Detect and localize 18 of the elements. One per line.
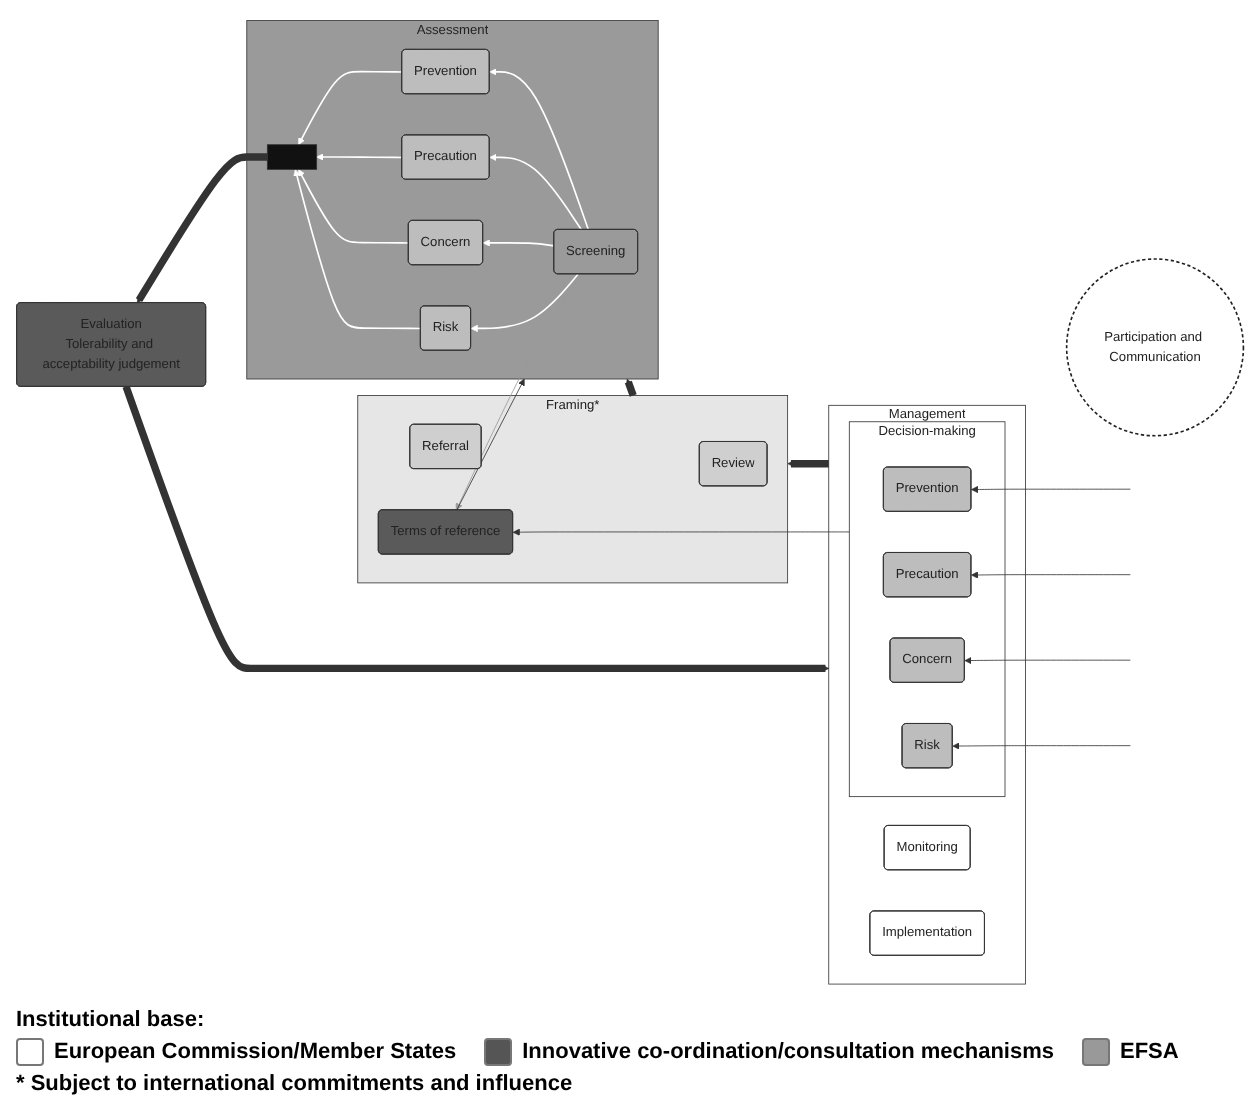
- arrow: [298, 70, 403, 145]
- arrow: [470, 273, 579, 332]
- legend-text: European Commission/Member States: [54, 1040, 457, 1064]
- legend-text: Innovative co-ordination/consultation mechanisms: [522, 1040, 1054, 1064]
- arrow: [298, 168, 410, 244]
- legend-text: EFSA: [1119, 1040, 1179, 1064]
- arrow: [482, 238, 555, 247]
- arrow: [135, 153, 268, 303]
- arrow: [787, 459, 830, 468]
- arrow: [316, 153, 403, 161]
- arrow: [489, 153, 583, 231]
- footnote: * Subject to international commitments and influence: [16, 1072, 573, 1096]
- arrow: [489, 67, 590, 231]
- node-bar: [266, 143, 318, 170]
- arrow: [122, 384, 830, 672]
- legend-heading: Institutional base:: [16, 1008, 205, 1032]
- arrow: [624, 378, 637, 397]
- arrow: [293, 168, 422, 329]
